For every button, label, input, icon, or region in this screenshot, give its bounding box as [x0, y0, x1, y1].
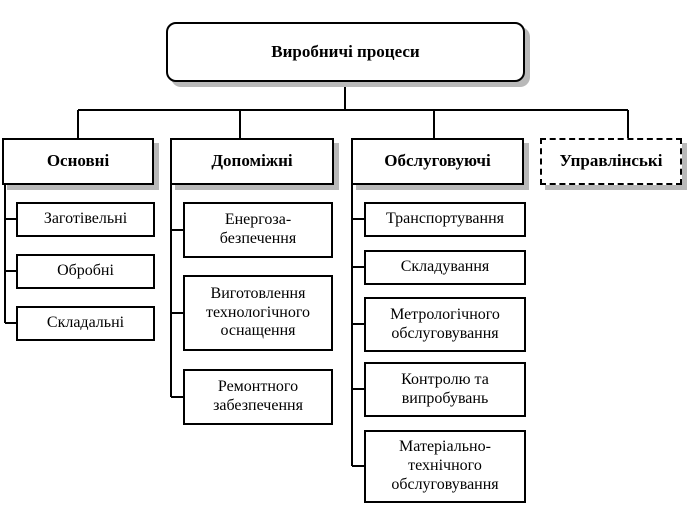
node-processing: Обробні — [16, 254, 155, 289]
node-processing-label: Обробні — [57, 262, 114, 280]
category-auxiliary: Допоміжні — [170, 138, 334, 185]
root-label: Виробничі процеси — [271, 41, 420, 61]
category-servicing-label: Обслуговуючі — [384, 151, 491, 171]
node-tooling-manufacture: Виготовлення технологічного оснащення — [183, 275, 333, 351]
category-servicing: Обслуговуючі — [351, 138, 524, 185]
root-node: Виробничі процеси — [166, 22, 525, 82]
node-energy-supply: Енергоза- безпечення — [183, 202, 333, 258]
node-assembly-label: Складальні — [46, 314, 125, 332]
node-repair-support-label: Ремонтного забезпечення — [213, 378, 303, 414]
category-management: Управлінські — [540, 138, 682, 185]
node-procurement-label: Заготівельні — [43, 210, 128, 228]
node-metrology-label: Метрологічного обслуговування — [390, 305, 500, 342]
node-warehousing: Складування — [364, 250, 526, 285]
node-material-supply: Матеріально- технічного обслуговування — [364, 430, 526, 503]
node-material-supply-label: Матеріально- технічного обслуговування — [391, 438, 499, 493]
node-transportation-label: Транспортування — [386, 210, 504, 228]
node-assembly: Складальні — [16, 306, 155, 341]
node-procurement: Заготівельні — [16, 202, 155, 237]
node-transportation: Транспортування — [364, 202, 526, 237]
node-tooling-manufacture-label: Виготовлення технологічного оснащення — [206, 284, 310, 340]
node-control-testing: Контролю та випробувань — [364, 362, 526, 417]
category-management-label: Управлінські — [559, 151, 663, 171]
node-repair-support: Ремонтного забезпечення — [183, 369, 333, 425]
category-main: Основні — [2, 138, 154, 185]
category-auxiliary-label: Допоміжні — [211, 151, 293, 171]
node-energy-supply-label: Енергоза- безпечення — [219, 211, 297, 247]
category-main-label: Основні — [46, 151, 110, 171]
node-control-testing-label: Контролю та випробувань — [401, 370, 489, 407]
node-metrology: Метрологічного обслуговування — [364, 297, 526, 352]
node-warehousing-label: Складування — [400, 258, 490, 276]
